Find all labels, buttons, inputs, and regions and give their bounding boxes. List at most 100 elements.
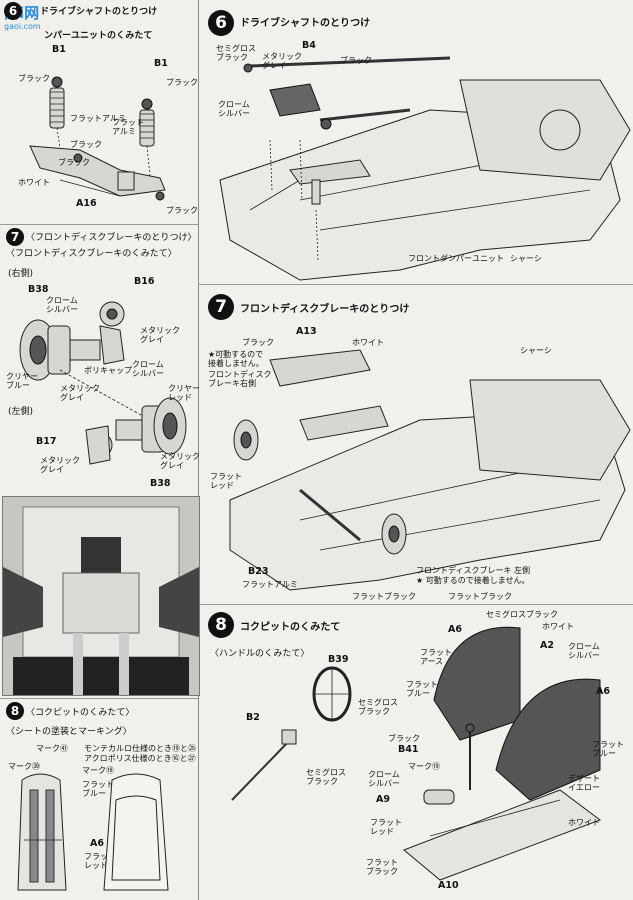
drive-chassis: シャーシ: [510, 254, 542, 263]
brake-left-side: (左側): [8, 407, 34, 417]
cockpit-desert-yellow: デザート イエロー: [568, 774, 600, 792]
damper-flat-alu-1: フラットアルミ: [70, 114, 126, 123]
cockpit-a2: A2: [540, 640, 554, 651]
front-brake-flat-red: フラット レッド: [210, 472, 242, 490]
damper-b1-right: B1: [154, 58, 168, 69]
brake-b38-right: B38: [28, 284, 49, 295]
cockpit-semi-gloss-black-1: セミグロス ブラック: [358, 698, 398, 716]
cockpit-flat-red: フラット レッド: [370, 818, 402, 836]
brake-b38-left: B38: [150, 478, 171, 489]
front-differential: [269, 83, 321, 117]
drive-black: ブラック: [340, 56, 372, 65]
front-brake-black: ブラック: [242, 338, 274, 347]
seat-acro-note: アクロポリス仕様のとき⑯と㉗: [84, 754, 196, 763]
brake-clear-blue: クリヤー ブルー: [6, 372, 38, 390]
cockpit-b41: B41: [398, 744, 419, 755]
upper-arm: [269, 349, 389, 441]
damper-black-1: ブラック: [18, 74, 50, 83]
cockpit-floor: [403, 789, 602, 881]
cockpit-title: コクピットのくみたて: [240, 622, 341, 633]
damper-white: ホワイト: [18, 178, 50, 187]
damper-black-3: ブラック: [166, 78, 198, 87]
seat-subtitle: 〈シートの塗装とマーキング〉: [6, 727, 132, 737]
cockpit-semi-gloss-black-top: セミグロスブラック: [486, 610, 558, 619]
brake-drawing: [19, 301, 187, 465]
seat-mark-39: マーク㊴: [8, 762, 40, 771]
brake-title: 〈フロントディスクブレーキのとりつけ〉: [26, 233, 197, 243]
damper-a16: A16: [76, 198, 97, 209]
cockpit-a6-b: A6: [596, 686, 610, 697]
front-brake-b23: B23: [248, 566, 269, 577]
brake-b16: B16: [134, 276, 155, 287]
seat-back-view: [103, 773, 169, 891]
brake-chrome-silver-2: クローム シルバー: [132, 360, 164, 378]
front-brake-flat-black-1: フラットブラック: [352, 592, 416, 601]
seat-a6: A6: [90, 838, 104, 849]
drive-chrome-silver: クローム シルバー: [218, 100, 250, 118]
cockpit-photo: [2, 496, 200, 696]
seat-monte-note: モンテカルロ仕様のとき⑲と㉕: [84, 744, 196, 753]
cockpit-white-1: ホワイト: [542, 622, 574, 631]
cockpit-mark-19: マーク⑲: [408, 762, 440, 771]
damper-right-spring: [139, 98, 155, 147]
drive-semi-gloss-black: セミグロス ブラック: [216, 44, 256, 62]
cockpit-a10: A10: [438, 880, 459, 891]
brake-metallic-grey-3: メタリック グレイ: [40, 456, 80, 474]
brake-b17: B17: [36, 436, 57, 447]
cockpit-chrome-silver-2: クローム シルバー: [368, 770, 400, 788]
damper-left-spring: [49, 76, 65, 129]
seat-drawing: [17, 773, 169, 891]
damper-black-2: ブラック: [70, 140, 102, 149]
cockpit-a9: A9: [376, 794, 390, 805]
steering-wheel: [231, 666, 352, 801]
front-brake-title: フロントディスクブレーキのとりつけ: [240, 304, 410, 315]
cockpit-white-2: ホワイト: [568, 818, 600, 827]
front-brake-movable-note: ★可動するので 接着しません。: [208, 350, 264, 368]
front-brake-flat-black-2: フラットブラック: [448, 592, 512, 601]
cockpit-a6-a: A6: [448, 624, 462, 635]
damper-flat-alu-2: フラット アルミ: [112, 118, 144, 136]
seat-front-view: [17, 773, 67, 891]
right-disc: [19, 319, 71, 381]
cockpit-flat-black: フラット ブラック: [366, 858, 398, 876]
drive-step-badge: 6: [208, 10, 234, 36]
front-brake-white: ホワイト: [352, 338, 384, 347]
drive-title: ドライブシャフトのとりつけ: [240, 18, 371, 29]
seat-title: 〈コクピットのくみたて〉: [26, 708, 135, 718]
left-step-badge-top: 6: [4, 2, 22, 20]
drive-shaft-drawing: [219, 56, 631, 281]
damper-black-5: ブラック: [166, 206, 198, 215]
gear-lever: [465, 723, 475, 790]
brake-subtitle: 〈フロントディスクブレーキのくみたて〉: [6, 249, 177, 259]
chassis-frame-top: [219, 79, 631, 281]
cockpit-b39: B39: [328, 654, 349, 665]
separator-2: [0, 698, 198, 699]
brake-clear-red: クリヤー レッド: [168, 384, 200, 402]
separator-right-2: [199, 604, 633, 605]
cockpit-chrome-silver-1: クローム シルバー: [568, 642, 600, 660]
front-brake-drawing: [229, 349, 631, 591]
damper-b1-left: B1: [52, 44, 66, 55]
drive-metallic-grey: メタリック グレイ: [262, 52, 302, 70]
front-brake-a13: A13: [296, 326, 317, 337]
brake-step-badge: 7: [6, 228, 24, 246]
brake-metallic-grey-2: メタリック グレイ: [60, 384, 100, 402]
column-divider: [198, 0, 199, 900]
cockpit-b2: B2: [246, 712, 260, 723]
right-hub: [69, 301, 125, 365]
separator-right-1: [199, 284, 633, 285]
cockpit-flat-blue-1: フラット ブルー: [406, 680, 438, 698]
seat-right: [495, 678, 601, 801]
seat-mark-41: マーク㊶: [36, 744, 68, 753]
front-brake-movable-note-2: ★ 可動するので接着しません。: [416, 576, 530, 585]
front-damper-arm: [289, 159, 371, 205]
disc-right: [233, 419, 259, 461]
lower-arm: [29, 145, 166, 201]
brake-poly-cap: ポリキャップ: [84, 366, 132, 375]
damper-black-4: ブラック: [58, 158, 90, 167]
drive-front-damper: フロントダンパーユニット: [408, 254, 504, 263]
brake-chrome-silver-1: クローム シルバー: [46, 296, 78, 314]
front-brake-flat-alu: フラットアルミ: [242, 580, 298, 589]
front-brake-step-badge: 7: [208, 294, 234, 320]
